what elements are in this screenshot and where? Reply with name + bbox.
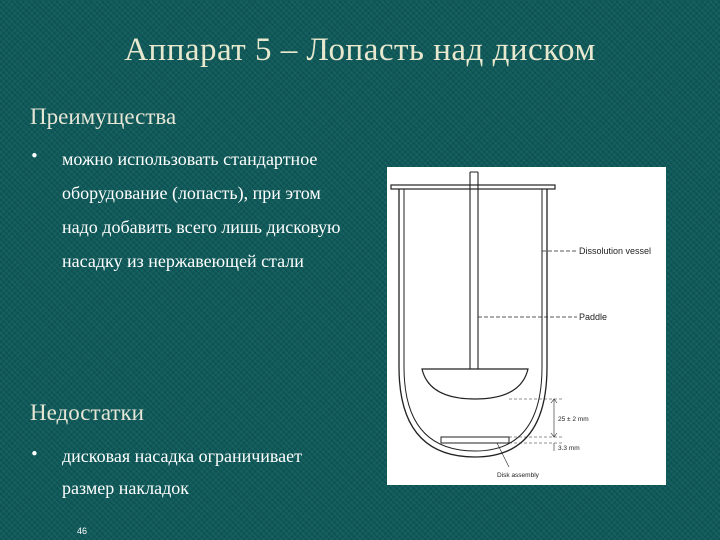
vessel-inner — [403, 189, 543, 452]
disk-leader — [496, 442, 510, 468]
slide-title: Аппарат 5 – Лопасть над диском — [124, 32, 596, 68]
disk-assembly — [440, 436, 510, 444]
disadvantages-heading: Недостатки — [30, 400, 144, 425]
label-disk: Disk assembly — [497, 472, 540, 479]
paddle-shaft — [469, 171, 479, 369]
label-paddle: Paddle — [579, 312, 607, 322]
paddle-blade — [421, 368, 529, 400]
advantages-heading: Преимущества — [30, 104, 177, 129]
label-vessel: Dissolution vessel — [579, 246, 651, 256]
label-gap: 25 ± 2 mm — [558, 416, 589, 423]
vessel-outer — [398, 189, 548, 458]
vessel-rim — [390, 184, 556, 190]
disadvantages-bullet: • — [30, 445, 39, 463]
gap-arrowheads — [550, 398, 558, 438]
apparatus-diagram: Dissolution vessel Paddle 25 ± 2 mm 3.3 … — [387, 167, 666, 485]
label-disk-thickness: 3.3 mm — [558, 445, 580, 452]
advantages-text: можно использовать стандартное оборудова… — [62, 149, 341, 271]
disadvantages-text: дисковая насадка ограничивает размер нак… — [62, 446, 303, 498]
apparatus-svg: Dissolution vessel Paddle 25 ± 2 mm 3.3 … — [390, 171, 651, 479]
slide-number: 46 — [77, 526, 88, 536]
advantages-bullet: • — [30, 147, 39, 165]
